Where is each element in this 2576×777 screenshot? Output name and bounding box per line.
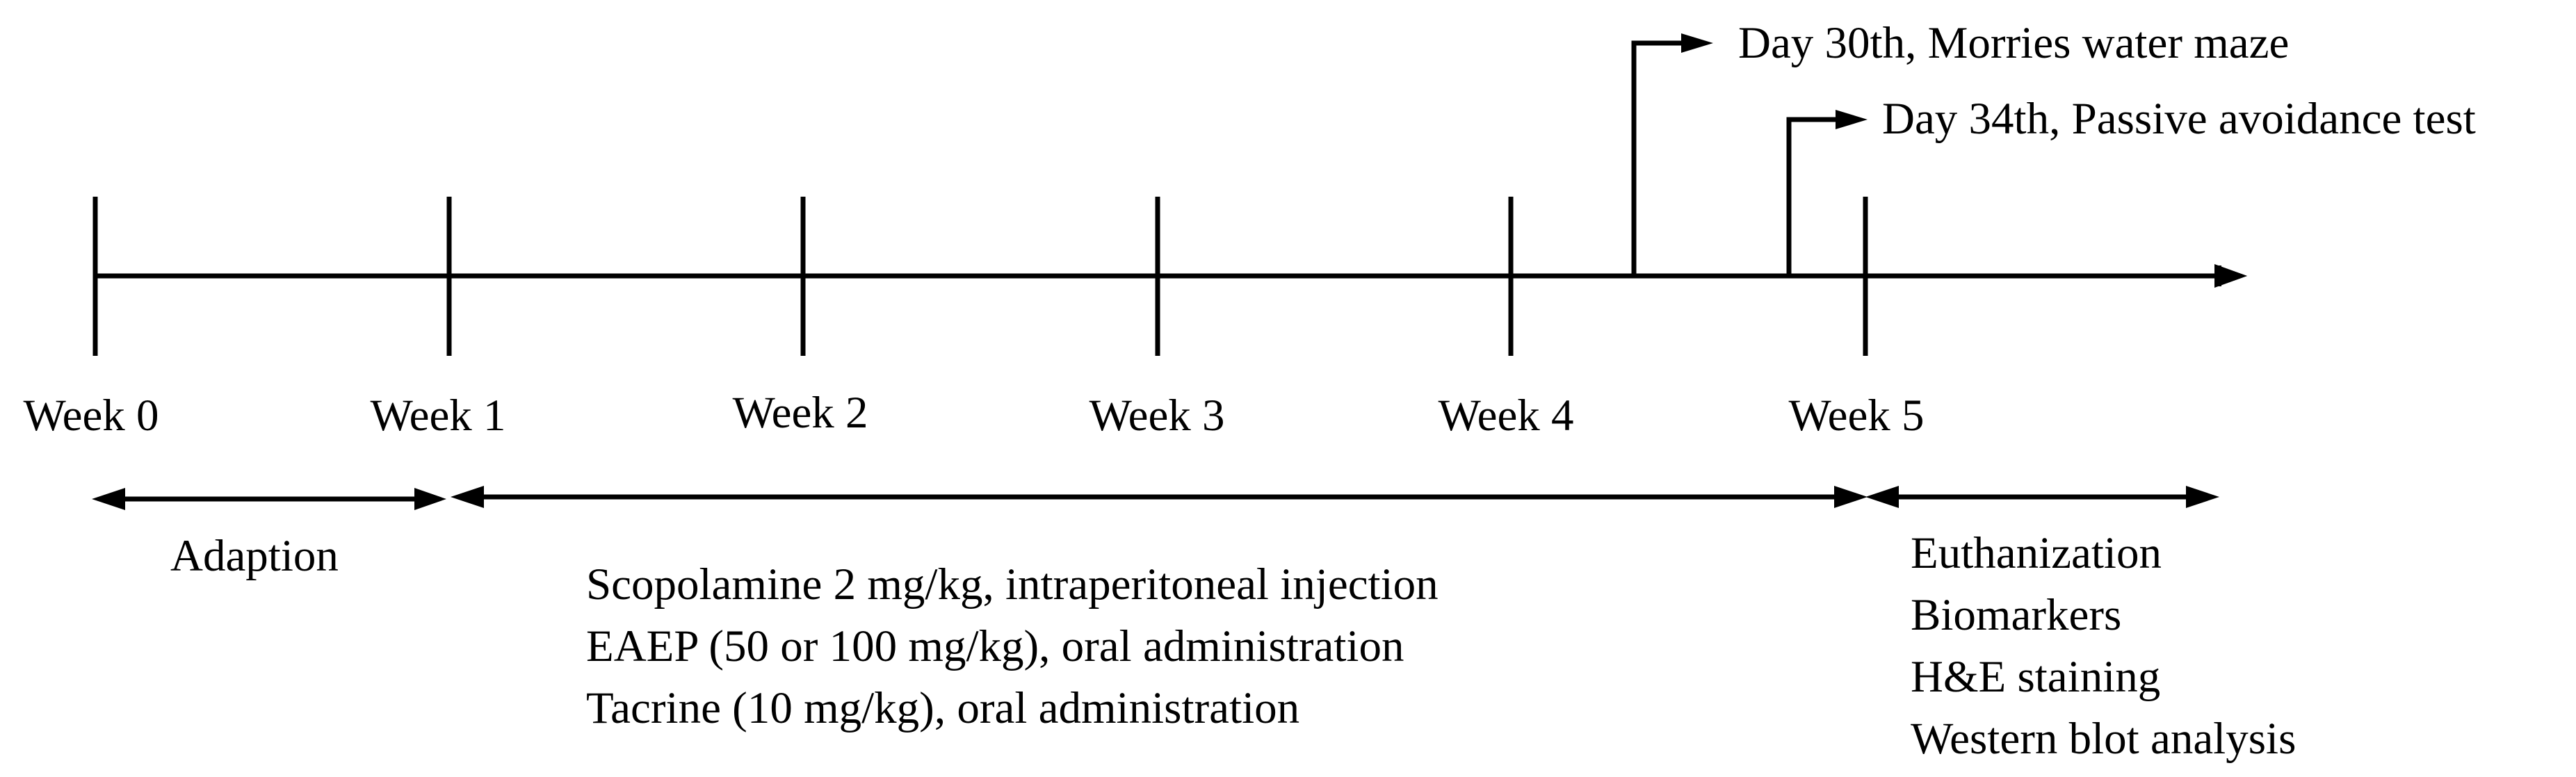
week-3-label: Week 3 bbox=[1089, 391, 1225, 441]
day30-event-label: Day 30th, Morries water maze bbox=[1738, 18, 2290, 68]
final-line-euthanization: Euthanization bbox=[1911, 528, 2162, 578]
treatment-left-arrowhead bbox=[451, 486, 484, 508]
final-line-biomarkers: Biomarkers bbox=[1911, 590, 2122, 640]
day30-marker-line bbox=[1631, 40, 1683, 276]
final-line-he-staining: H&E staining bbox=[1911, 652, 2161, 702]
week-4-label: Week 4 bbox=[1438, 391, 1574, 441]
day34-marker-arrowhead bbox=[1836, 110, 1868, 129]
treatment-line-tacrine: Tacrine (10 mg/kg), oral administration bbox=[586, 683, 1300, 733]
day30-marker-arrowhead bbox=[1681, 33, 1713, 53]
day34-marker-line bbox=[1786, 117, 1837, 276]
day34-event-label: Day 34th, Passive avoidance test bbox=[1882, 94, 2476, 144]
adaption-label: Adaption bbox=[170, 531, 339, 581]
treatment-line-eaep: EAEP (50 or 100 mg/kg), oral administrat… bbox=[586, 621, 1404, 671]
final-line-western-blot: Western blot analysis bbox=[1911, 714, 2296, 764]
timeline-arrowhead-tip bbox=[2214, 264, 2247, 288]
week-5-label: Week 5 bbox=[1788, 391, 1925, 441]
week-0-label: Week 0 bbox=[23, 391, 159, 441]
adaption-left-arrowhead bbox=[92, 488, 125, 510]
treatment-block: Scopolamine 2 mg/kg, intraperitoneal inj… bbox=[586, 554, 1439, 739]
treatment-right-arrowhead bbox=[1834, 486, 1868, 508]
final-block: Euthanization Biomarkers H&E staining We… bbox=[1911, 523, 2296, 770]
week-2-label: Week 2 bbox=[732, 388, 868, 438]
final-left-arrowhead bbox=[1865, 486, 1899, 508]
final-right-arrowhead bbox=[2186, 486, 2219, 508]
treatment-line-scopolamine: Scopolamine 2 mg/kg, intraperitoneal inj… bbox=[586, 559, 1439, 610]
week-1-label: Week 1 bbox=[370, 391, 506, 441]
adaption-right-arrowhead bbox=[414, 488, 446, 510]
